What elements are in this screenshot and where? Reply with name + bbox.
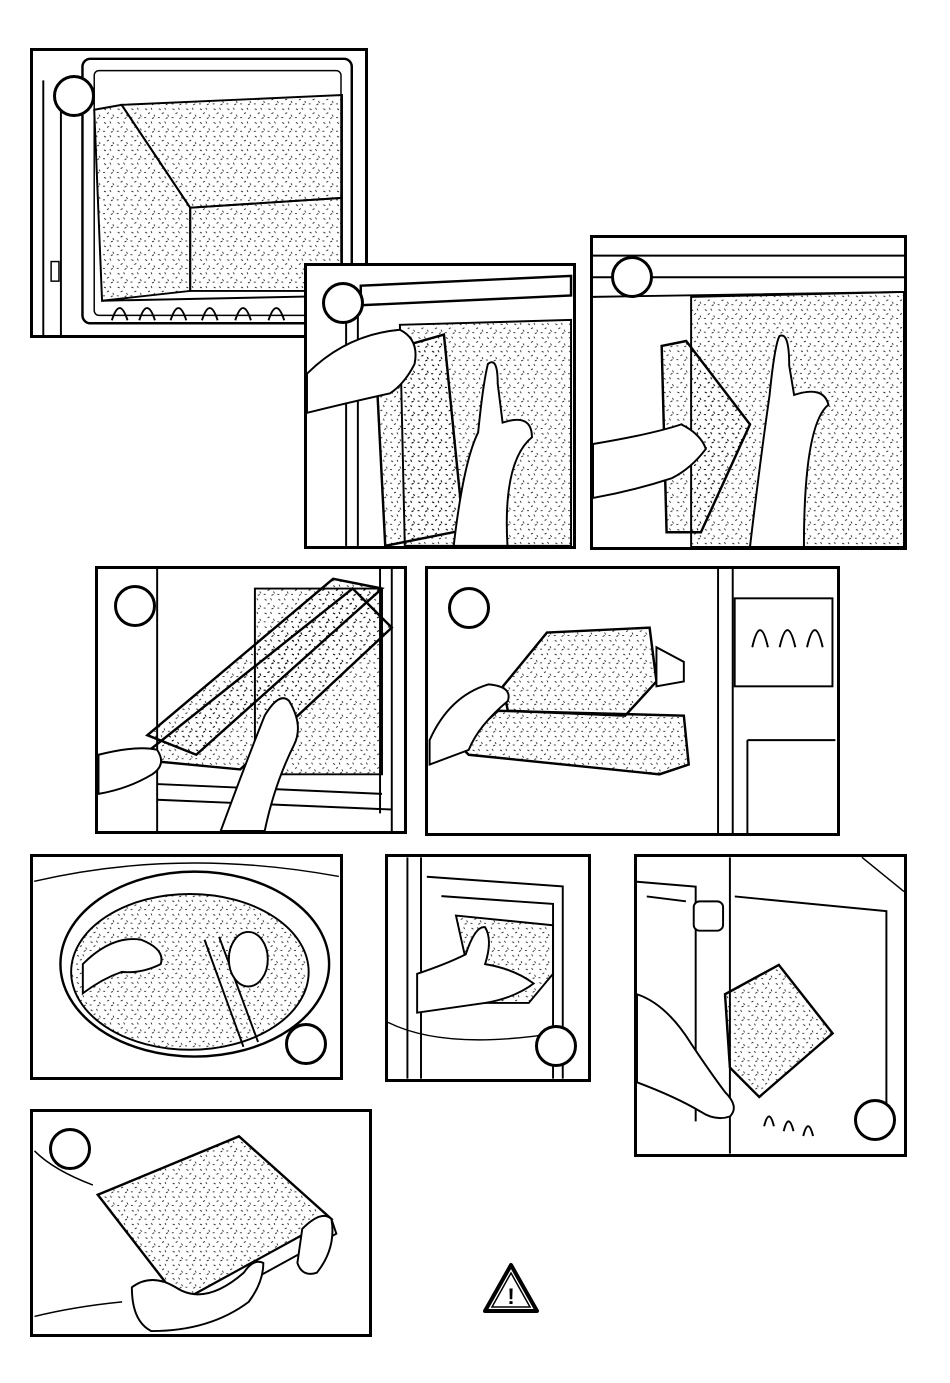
step-marker-5 (448, 587, 490, 629)
step-marker-2 (322, 282, 364, 324)
step-marker-9 (49, 1128, 91, 1170)
panel-step-7 (385, 854, 591, 1082)
panel-step-6 (30, 854, 343, 1080)
step-marker-8 (854, 1099, 896, 1141)
warning-symbol: ! (507, 1284, 514, 1309)
panel-step-4 (95, 566, 407, 834)
step-marker-6 (285, 1023, 327, 1065)
step-marker-4 (114, 585, 156, 627)
panel-step-9 (30, 1109, 372, 1337)
warning-triangle-icon: ! (482, 1262, 540, 1314)
panel-step-8 (634, 854, 907, 1157)
step-marker-7 (535, 1025, 577, 1067)
step-marker-1 (53, 75, 95, 117)
step-marker-3 (611, 256, 653, 298)
panel-step-2 (304, 263, 576, 549)
panel-step-3 (590, 235, 907, 550)
panel-step-5 (425, 566, 840, 836)
